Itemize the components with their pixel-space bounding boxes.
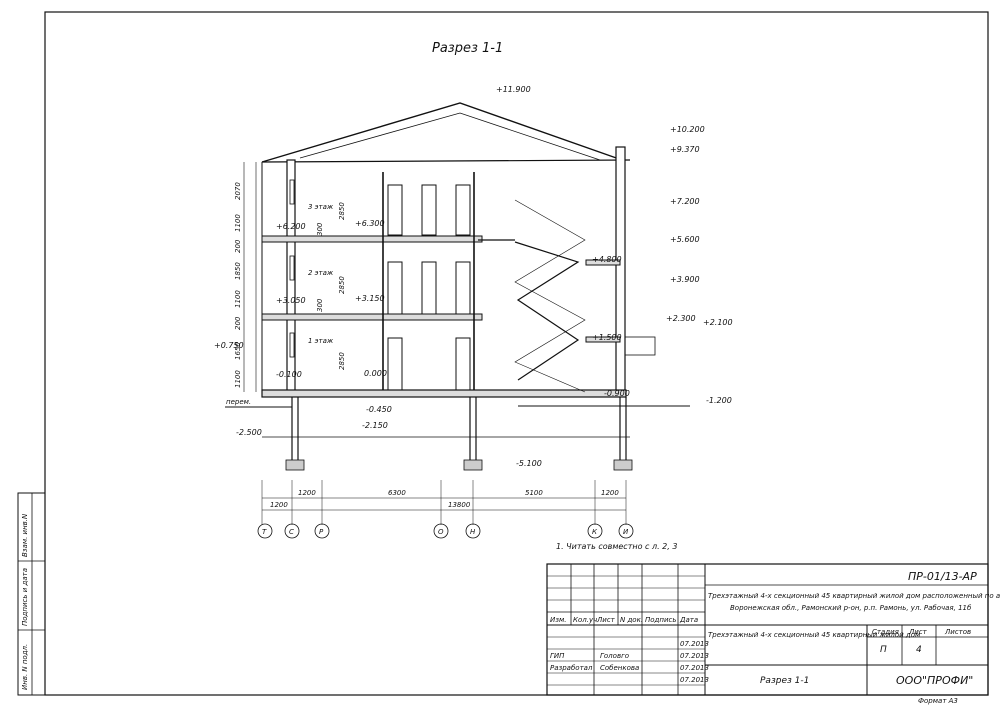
header-change: Изм.: [550, 616, 566, 624]
elevation-mark: +5.600: [670, 235, 700, 244]
role-date: 07.2013: [680, 676, 709, 684]
axis-label: Н: [470, 528, 476, 536]
axis-label: Р: [319, 528, 324, 536]
dim-1200: 1200: [270, 501, 288, 509]
vertical-dim: 1100: [234, 290, 242, 308]
elevation-mark: +3.900: [670, 275, 700, 284]
role-date: 07.2013: [680, 664, 709, 672]
elevation-mark: 0.000: [364, 369, 387, 378]
header-count: Кол.уч: [573, 616, 597, 624]
storey-dim: 2850: [338, 202, 346, 220]
company-name: ООО"ПРОФИ": [896, 674, 973, 687]
floor-label-3: 3 этаж: [308, 203, 334, 211]
vertical-dim: 1100: [234, 214, 242, 232]
header-signature: Подпись: [645, 616, 677, 624]
stamp-replace-inv: Взам. инв.N: [21, 513, 29, 557]
sheet-label: Лист: [908, 628, 928, 636]
axis-label: И: [623, 528, 629, 536]
floor-label-2: 2 этаж: [308, 269, 334, 277]
project-line-1: Трехэтажный 4-х секционный 45 квартирный…: [708, 592, 1000, 600]
elevation-mark: -0.100: [276, 370, 302, 379]
dim-6300: 6300: [388, 489, 406, 497]
role-name: Собенкова: [600, 664, 639, 672]
elevation-mark: +11.900: [496, 85, 531, 94]
drawing-name: Разрез 1-1: [760, 676, 809, 686]
elevation-mark: -2.150: [362, 421, 388, 430]
vertical-dim: 1100: [234, 370, 242, 388]
side-stamp: Взам. инв.N Подпись и дата Инв. N подл.: [17, 492, 46, 696]
axis-label: С: [289, 528, 294, 536]
header-date: Дата: [679, 616, 698, 624]
axis-label: Т: [262, 528, 267, 536]
vertical-dim: 1850: [234, 262, 242, 280]
elevation-mark: +6.300: [355, 219, 385, 228]
sheet-value: 4: [916, 645, 922, 655]
sheets-label: Листов: [944, 628, 971, 636]
elevation-mark: +7.200: [670, 197, 700, 206]
project-line-2: Воронежская обл., Рамонский р-он, р.п. Р…: [730, 604, 972, 612]
vertical-dim: 1650: [234, 342, 242, 360]
stage-label: Стадия: [872, 628, 899, 636]
date-extra: 07.2013: [680, 652, 709, 660]
elevation-mark: +2.300: [666, 314, 696, 323]
title-block: [546, 563, 989, 696]
stamp-signature-date: Подпись и дата: [21, 568, 29, 626]
ground-label: перем.: [226, 398, 251, 406]
elevation-mark: +0.750: [214, 341, 244, 350]
drawing-title: Разрез 1-1: [432, 41, 503, 56]
axis-label: О: [438, 528, 444, 536]
storey-dim: 2850: [338, 352, 346, 370]
vertical-dim: 200: [234, 239, 242, 253]
dim-1200: 1200: [298, 489, 316, 497]
dim-1200: 1200: [601, 489, 619, 497]
role-label: Разработал: [550, 664, 593, 672]
elevation-mark: -1.200: [706, 396, 732, 405]
vertical-dim: 200: [234, 316, 242, 330]
floor-label-1: 1 этаж: [308, 337, 334, 345]
header-doc: N док.: [620, 616, 643, 624]
elevation-mark: -0.450: [366, 405, 392, 414]
document-code: ПР-01/13-АР: [908, 570, 977, 583]
elevation-mark: +4.800: [592, 255, 622, 264]
dim-total: 13800: [448, 501, 471, 509]
elevation-mark: +9.370: [670, 145, 700, 154]
elevation-mark: +10.200: [670, 125, 705, 134]
drawing-note: 1. Читать совместно с л. 2, 3: [556, 542, 677, 551]
storey-dim: 300: [316, 222, 324, 236]
dim-5100: 5100: [525, 489, 543, 497]
sheet-frame: [44, 11, 989, 696]
building-section: [225, 102, 690, 471]
horizontal-dimensions: [261, 480, 627, 525]
elevation-mark: -5.100: [516, 459, 542, 468]
vertical-dim: 2070: [234, 182, 242, 200]
date-extra: 07.2013: [680, 640, 709, 648]
elevation-mark: +2.100: [703, 318, 733, 327]
building-name: Трехэтажный 4-х секционный 45 квартирный…: [708, 631, 921, 639]
storey-dim: 2850: [338, 276, 346, 294]
role-name: Головго: [600, 652, 629, 660]
elevation-mark: -2.500: [236, 428, 262, 437]
axis-label: К: [592, 528, 598, 536]
header-sheet: Лист: [596, 616, 616, 624]
elevation-mark: +3.050: [276, 296, 306, 305]
sheet-format: Формат А3: [918, 697, 958, 705]
elevation-mark: +3.150: [355, 294, 385, 303]
elevation-mark: -0.900: [604, 389, 630, 398]
role-label: ГИП: [550, 652, 565, 660]
elevation-mark: +1.500: [592, 333, 622, 342]
storey-dim: 300: [316, 298, 324, 312]
elevation-mark: +6.200: [276, 222, 306, 231]
axis-markers: [257, 523, 634, 539]
elevation-marks: +11.900 +10.200 +9.370 +7.200 +6.300 +6.…: [214, 85, 733, 468]
stage-value: П: [880, 645, 887, 655]
stamp-inv-original: Инв. N подл.: [21, 644, 29, 690]
